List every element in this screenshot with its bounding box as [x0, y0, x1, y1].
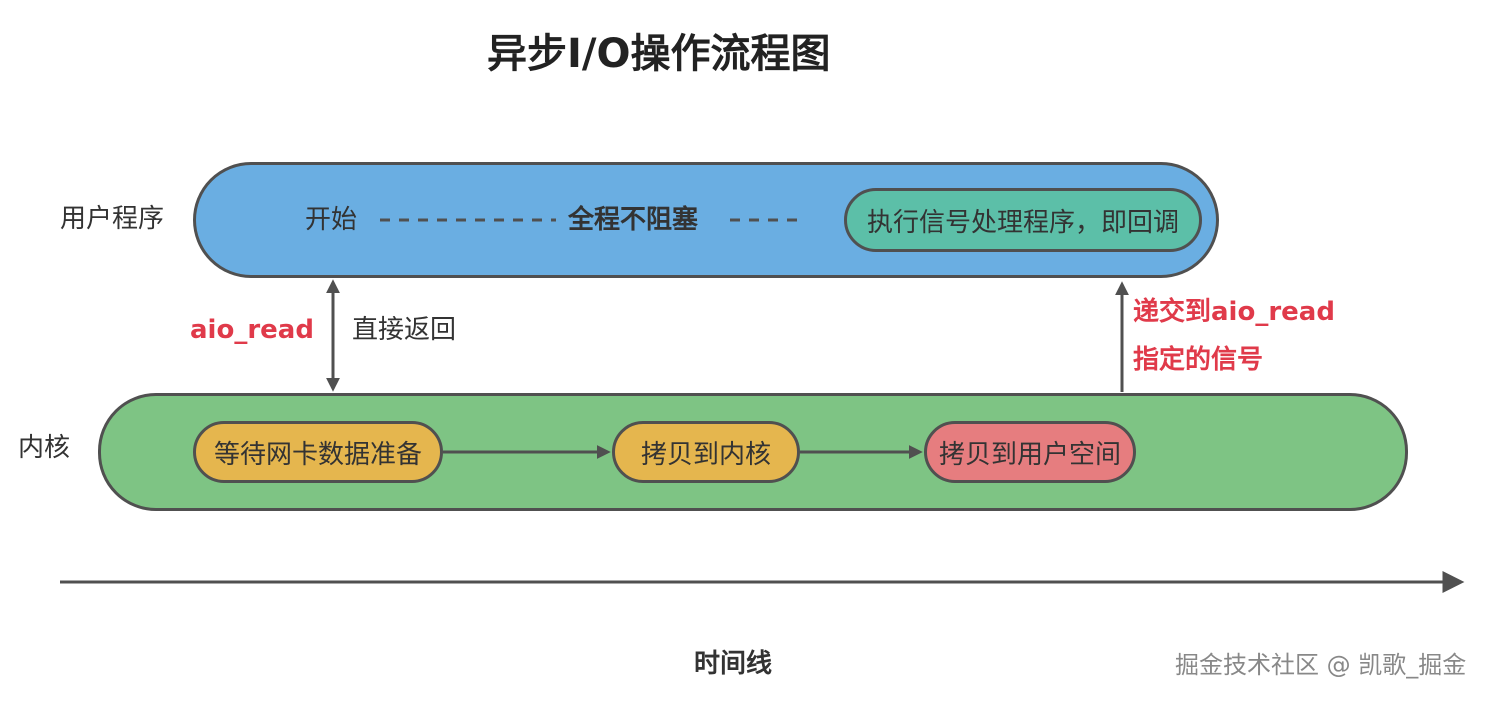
start-label: 开始 [305, 205, 358, 235]
non-blocking-label: 全程不阻塞 [568, 205, 699, 235]
copy-to-user-space-label: 拷贝到用户空间 [938, 439, 1121, 470]
wait-nic-data-label: 等待网卡数据准备 [213, 439, 422, 470]
copy-to-kernel-step: 拷贝到内核 [612, 421, 800, 483]
aio-read-annotation: aio_read [190, 315, 314, 345]
direct-return-annotation: 直接返回 [352, 315, 457, 345]
copy-to-kernel-label: 拷贝到内核 [640, 439, 771, 470]
user-program-lane-label: 用户程序 [60, 204, 165, 234]
diagram-title: 异步I/O操作流程图 [487, 31, 831, 77]
wait-nic-data-step: 等待网卡数据准备 [193, 421, 443, 483]
kernel-lane-label: 内核 [18, 433, 71, 463]
timeline-label: 时间线 [694, 649, 773, 679]
watermark: 掘金技术社区 @ 凯歌_掘金 [1175, 651, 1467, 679]
deliver-signal-annotation-line1: 递交到aio_read [1133, 297, 1335, 327]
deliver-signal-annotation-line2: 指定的信号 [1133, 345, 1264, 375]
copy-to-user-space-step: 拷贝到用户空间 [924, 421, 1136, 483]
callback-step-label: 执行信号处理程序，即回调 [866, 207, 1179, 238]
callback-step: 执行信号处理程序，即回调 [844, 188, 1202, 252]
